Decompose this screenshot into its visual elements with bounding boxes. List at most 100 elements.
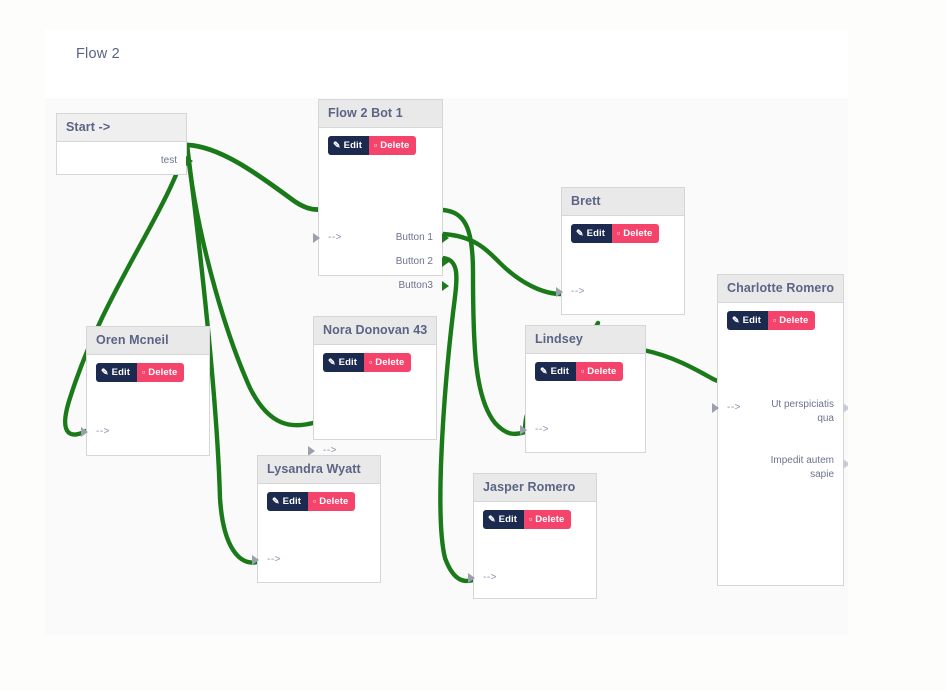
edge-button1-to-lindsey — [440, 207, 528, 437]
trash-icon: ▫ — [529, 514, 533, 524]
port-in-nora-donovan[interactable]: --> — [323, 445, 337, 456]
node-lysandra-wyatt-title: Lysandra Wyatt — [258, 456, 380, 484]
port-out-button-3[interactable]: Button3 — [398, 280, 433, 291]
node-flow2bot1-actions: ✎Edit ▫Delete — [319, 128, 442, 155]
edge-start-to-flow2bot1 — [184, 142, 326, 212]
port-handle-button-3[interactable] — [442, 281, 449, 291]
node-start-title: Start -> — [57, 114, 186, 142]
trash-icon: ▫ — [617, 228, 621, 238]
port-out-button-1[interactable]: Button 1 — [395, 232, 433, 243]
edit-button[interactable]: ✎Edit — [571, 224, 612, 243]
node-flow2bot1-body: ✎Edit ▫Delete --> Button 1 Button 2 Butt… — [313, 128, 449, 291]
port-out-start-test[interactable]: test — [160, 155, 177, 166]
port-handle-button-1[interactable] — [442, 233, 449, 243]
node-oren-mcneil-actions: ✎Edit ▫Delete — [87, 355, 209, 382]
port-handle-in-charlotte-romero[interactable] — [712, 403, 719, 413]
node-brett-actions: ✎Edit ▫Delete — [562, 216, 684, 243]
port-handle-in-nora-donovan[interactable] — [308, 446, 315, 456]
trash-icon: ▫ — [581, 366, 585, 376]
delete-button[interactable]: ▫Delete — [524, 510, 572, 529]
port-in-lysandra-wyatt[interactable]: --> — [267, 554, 281, 565]
node-nora-donovan-actions: ✎Edit ▫Delete — [314, 345, 436, 372]
node-start[interactable]: Start -> test — [56, 113, 193, 175]
trash-icon: ▫ — [773, 315, 777, 325]
edge-button2-to-brett — [440, 231, 564, 297]
flow-header-bar: Flow 2 — [45, 29, 848, 99]
delete-button[interactable]: ▫Delete — [576, 362, 624, 381]
node-lysandra-wyatt[interactable]: Lysandra Wyatt ✎Edit ▫Delete --> — [252, 455, 381, 583]
node-jasper-romero-title: Jasper Romero — [474, 474, 596, 502]
flow-canvas[interactable]: Start -> test Flow 2 Bot 1 ✎Edit ▫Delete… — [45, 98, 848, 635]
pencil-square-icon: ✎ — [540, 366, 548, 376]
port-handle-in-lindsey[interactable] — [520, 425, 527, 435]
edit-button[interactable]: ✎Edit — [535, 362, 576, 381]
edit-button[interactable]: ✎Edit — [727, 311, 768, 330]
node-flow2bot1[interactable]: Flow 2 Bot 1 ✎Edit ▫Delete --> Button 1 … — [313, 99, 449, 291]
port-in-charlotte-romero[interactable]: --> — [727, 402, 741, 413]
node-lindsey-actions: ✎Edit ▫Delete — [526, 354, 645, 381]
edit-button[interactable]: ✎Edit — [483, 510, 524, 529]
node-nora-donovan-body: ✎Edit ▫Delete --> — [308, 345, 436, 456]
port-in-lindsey[interactable]: --> — [535, 424, 549, 435]
port-handle-button-2[interactable] — [442, 257, 449, 267]
node-lysandra-wyatt-body: ✎Edit ▫Delete --> — [252, 484, 380, 583]
node-lysandra-wyatt-actions: ✎Edit ▫Delete — [258, 484, 380, 511]
pencil-square-icon: ✎ — [328, 357, 336, 367]
pencil-square-icon: ✎ — [333, 140, 341, 150]
edit-button[interactable]: ✎Edit — [267, 492, 308, 511]
port-handle-in-lysandra-wyatt[interactable] — [252, 555, 259, 565]
node-brett-body: ✎Edit ▫Delete --> — [556, 216, 684, 315]
port-out-charlotte-1[interactable]: Ut perspiciatis qua — [771, 399, 834, 424]
pencil-square-icon: ✎ — [101, 367, 109, 377]
port-handle-charlotte-2[interactable] — [843, 459, 848, 469]
node-lindsey[interactable]: Lindsey ✎Edit ▫Delete --> — [520, 325, 646, 453]
node-charlotte-romero[interactable]: Charlotte Romero ✎Edit ▫Delete --> Ut pe… — [712, 274, 848, 586]
node-brett[interactable]: Brett ✎Edit ▫Delete --> — [556, 187, 685, 315]
node-lindsey-title: Lindsey — [526, 326, 645, 354]
node-jasper-romero[interactable]: Jasper Romero ✎Edit ▫Delete --> — [468, 473, 597, 599]
port-handle-in-brett[interactable] — [556, 287, 563, 297]
node-start-body: test — [57, 142, 193, 175]
delete-button[interactable]: ▫Delete — [364, 353, 412, 372]
port-in-flow2bot1[interactable]: --> — [328, 232, 342, 243]
port-in-brett[interactable]: --> — [571, 286, 585, 297]
port-out-charlotte-2[interactable]: Impedit autem sapie — [770, 455, 834, 480]
page-title: Flow 2 — [76, 46, 120, 62]
node-flow2bot1-title: Flow 2 Bot 1 — [319, 100, 442, 128]
delete-button[interactable]: ▫Delete — [612, 224, 660, 243]
edge-button3-to-jasper — [438, 255, 476, 584]
delete-button[interactable]: ▫Delete — [369, 136, 417, 155]
edge-lindsey-to-charlotte — [640, 347, 727, 384]
pencil-square-icon: ✎ — [732, 315, 740, 325]
port-in-jasper-romero[interactable]: --> — [483, 572, 497, 583]
pencil-square-icon: ✎ — [488, 514, 496, 524]
delete-button[interactable]: ▫Delete — [308, 492, 356, 511]
port-handle-in-jasper-romero[interactable] — [468, 573, 475, 583]
node-lindsey-body: ✎Edit ▫Delete --> — [520, 354, 645, 453]
port-handle-in-oren-mcneil[interactable] — [81, 427, 88, 437]
node-nora-donovan[interactable]: Nora Donovan 43 ✎Edit ▫Delete --> — [308, 316, 437, 456]
trash-icon: ▫ — [374, 140, 378, 150]
delete-button[interactable]: ▫Delete — [137, 363, 185, 382]
edit-button[interactable]: ✎Edit — [323, 353, 364, 372]
port-in-oren-mcneil[interactable]: --> — [96, 426, 110, 437]
node-jasper-romero-actions: ✎Edit ▫Delete — [474, 502, 596, 529]
trash-icon: ▫ — [369, 357, 373, 367]
port-out-button-2[interactable]: Button 2 — [395, 256, 433, 267]
node-nora-donovan-title: Nora Donovan 43 — [314, 317, 436, 345]
node-charlotte-romero-body: ✎Edit ▫Delete --> Ut perspiciatis qua Im… — [712, 303, 848, 586]
pencil-square-icon: ✎ — [272, 496, 280, 506]
delete-button[interactable]: ▫Delete — [768, 311, 816, 330]
node-oren-mcneil-body: ✎Edit ▫Delete --> — [81, 355, 209, 456]
port-handle-charlotte-1[interactable] — [843, 403, 848, 413]
node-oren-mcneil[interactable]: Oren Mcneil ✎Edit ▫Delete --> — [81, 326, 210, 456]
node-jasper-romero-body: ✎Edit ▫Delete --> — [468, 502, 596, 599]
node-charlotte-romero-title: Charlotte Romero — [718, 275, 843, 303]
edit-button[interactable]: ✎Edit — [328, 136, 369, 155]
port-handle-start-test[interactable] — [186, 156, 193, 166]
port-handle-in-flow2bot1[interactable] — [313, 233, 320, 243]
node-brett-title: Brett — [562, 188, 684, 216]
edit-button[interactable]: ✎Edit — [96, 363, 137, 382]
node-oren-mcneil-title: Oren Mcneil — [87, 327, 209, 355]
